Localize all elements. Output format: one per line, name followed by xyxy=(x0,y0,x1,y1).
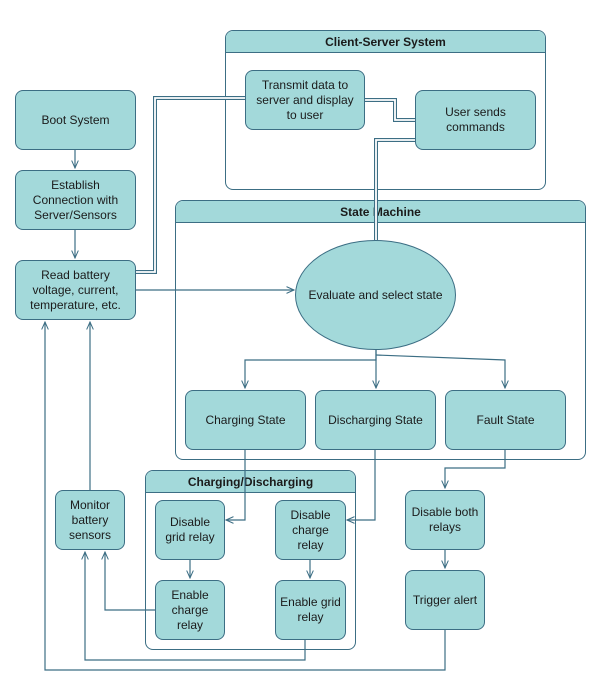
edge-user-to-evaluate xyxy=(374,138,415,240)
monitor-battery-sensors-node[interactable]: Monitor battery sensors xyxy=(55,490,125,550)
disable-both-relays-node[interactable]: Disable both relays xyxy=(405,490,485,550)
read-battery-node[interactable]: Read battery voltage, current, temperatu… xyxy=(15,260,136,320)
edge-user-to-evaluate-inner xyxy=(375,139,415,240)
edge-discharging-to-disable-charge xyxy=(347,450,376,520)
disable-charge-relay-node[interactable]: Disable charge relay xyxy=(275,500,346,560)
edge-fault-to-disable-both xyxy=(445,450,506,488)
edge-transmit-to-user xyxy=(365,98,415,122)
edge-charging-to-disable-grid xyxy=(226,450,246,520)
enable-charge-relay-node[interactable]: Enable charge relay xyxy=(155,580,225,640)
client-server-system-container: Client-Server System xyxy=(225,30,546,190)
edge-read-to-transmit xyxy=(136,96,245,274)
disable-grid-relay-node[interactable]: Disable grid relay xyxy=(155,500,225,560)
edge-evaluate-to-fault xyxy=(375,354,505,388)
boot-system-node[interactable]: Boot System xyxy=(15,90,136,150)
state-machine-container: State Machine xyxy=(175,200,586,460)
edge-evaluate-to-charging xyxy=(245,350,377,388)
discharging-state-node[interactable]: Discharging State xyxy=(315,390,436,450)
state-machine-title: State Machine xyxy=(176,201,585,223)
charging-discharging-title: Charging/Discharging xyxy=(146,471,355,493)
edge-read-to-transmit-inner xyxy=(136,97,245,273)
fault-state-node[interactable]: Fault State xyxy=(445,390,566,450)
edge-transmit-to-user-inner xyxy=(365,99,415,121)
enable-grid-relay-node[interactable]: Enable grid relay xyxy=(275,580,346,640)
user-sends-commands-node[interactable]: User sends commands xyxy=(415,90,536,150)
edge-enable-charge-to-monitor xyxy=(105,552,155,611)
transmit-data-node[interactable]: Transmit data to server and display to u… xyxy=(245,70,365,130)
edge-trigger-to-read xyxy=(45,322,446,671)
edge-enable-grid-to-monitor xyxy=(85,552,306,661)
establish-connection-node[interactable]: Establish Connection with Server/Sensors xyxy=(15,170,136,230)
client-server-system-title: Client-Server System xyxy=(226,31,545,53)
evaluate-select-state-node[interactable]: Evaluate and select state xyxy=(295,240,456,350)
charging-state-node[interactable]: Charging State xyxy=(185,390,306,450)
trigger-alert-node[interactable]: Trigger alert xyxy=(405,570,485,630)
